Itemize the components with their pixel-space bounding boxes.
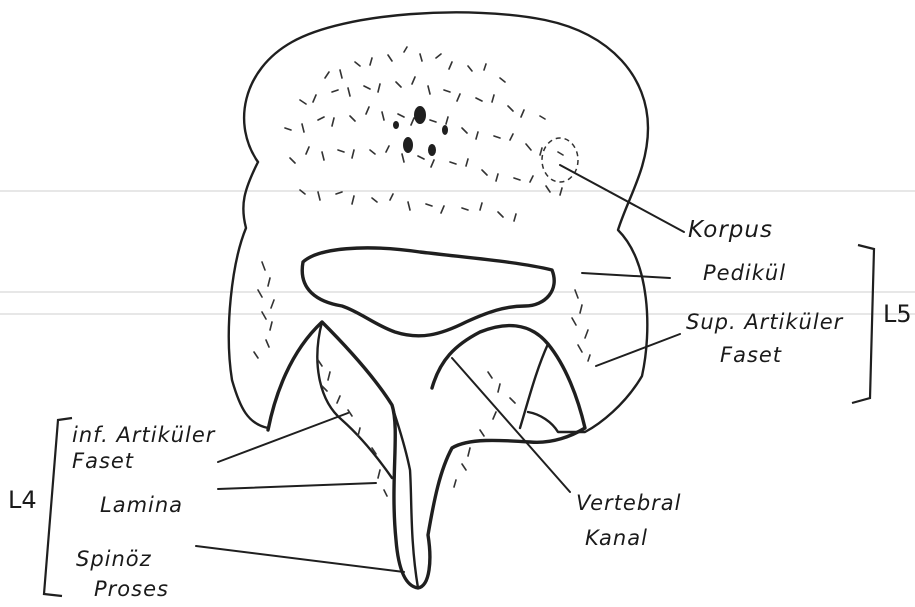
leader-sup-artikuler (596, 334, 680, 366)
label-spinoz-2: Proses (94, 577, 169, 601)
corpus-texture (285, 47, 578, 221)
segment-l5: L5 (883, 300, 912, 328)
leader-pedikul (582, 273, 670, 278)
label-lamina: Lamina (100, 493, 183, 517)
segment-l4: L4 (8, 486, 37, 514)
leader-inf-artikuler (218, 413, 348, 462)
label-kanal: Kanal (585, 526, 648, 550)
label-sup-artikuler-1: Sup. Artiküler (686, 310, 844, 334)
pedicle-texture (254, 262, 590, 496)
bracket-l5 (852, 245, 874, 403)
lamina-inner-right (520, 344, 548, 428)
label-spinoz-1: Spinöz (76, 547, 152, 571)
bracket-l4 (44, 418, 72, 596)
label-korpus: Korpus (688, 217, 773, 243)
leader-spinoz (196, 546, 404, 572)
lamina-inner-left (317, 322, 392, 478)
label-sup-artikuler-2: Faset (720, 343, 782, 367)
label-inf-artikuler-2: Faset (72, 449, 134, 473)
label-pedikul: Pedikül (703, 261, 786, 285)
leader-lamina (218, 483, 376, 489)
label-inf-artikuler-1: inf. Artiküler (72, 423, 216, 447)
label-vertebral: Vertebral (576, 491, 682, 515)
